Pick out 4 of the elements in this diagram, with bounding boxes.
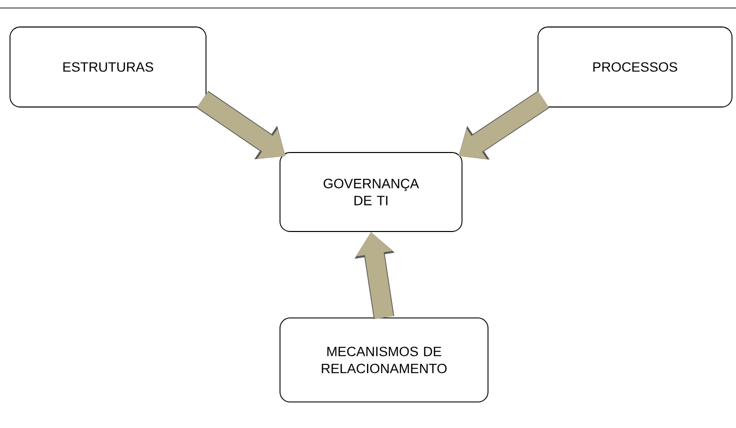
process-box: MECANISMOS DE RELACIONAMENTO — [280, 318, 488, 402]
process-box: ESTRUTURAS — [10, 26, 206, 108]
process-box: PROCESSOS — [538, 26, 732, 108]
process-box: GOVERNANÇA DE TI — [280, 152, 462, 232]
